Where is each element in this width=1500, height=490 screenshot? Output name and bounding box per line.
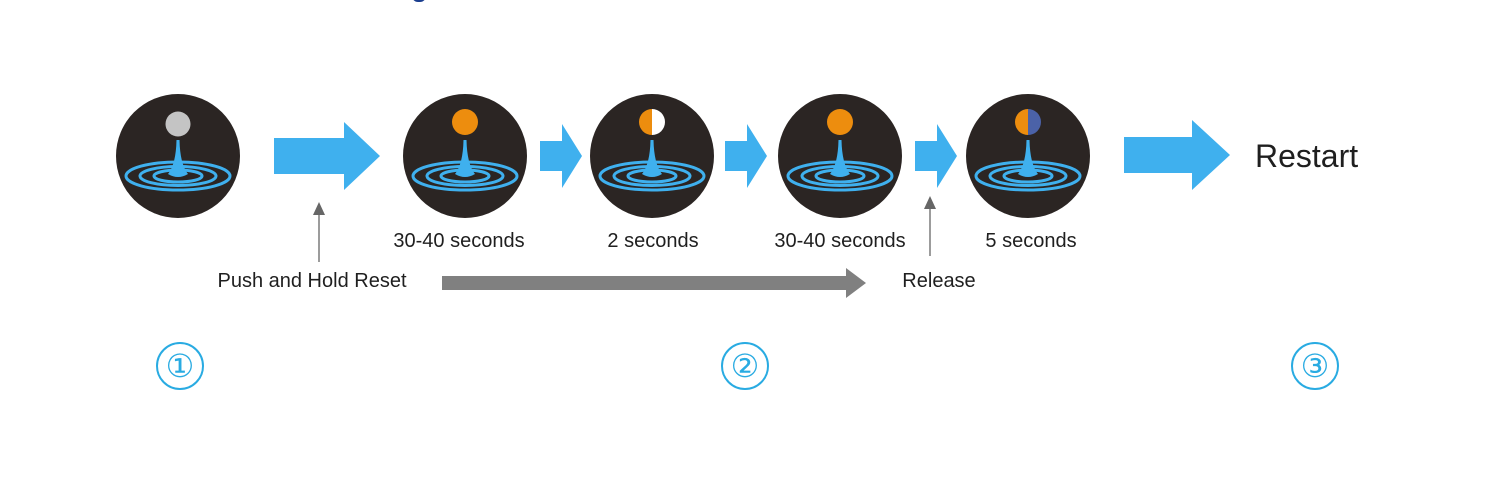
release-pointer-arrow: [924, 196, 936, 256]
restart-label: Restart: [1255, 138, 1359, 174]
hold-duration-arrow: [442, 268, 866, 298]
device-icon-gray-light: [116, 94, 240, 218]
caption-5-seconds: 5 seconds: [985, 230, 1077, 252]
push-and-hold-label: Push and Hold Reset: [217, 270, 407, 292]
flow-arrow-3: [725, 124, 767, 188]
flow-arrow-5: [1124, 120, 1230, 190]
caption-30-40-seconds: 30-40 seconds: [393, 230, 525, 252]
device-icon-orange-light: [403, 94, 527, 218]
caption-30-40-seconds-2: 30-40 seconds: [774, 230, 906, 252]
step-number-2: ②: [721, 342, 769, 390]
flow-arrow-1: [274, 122, 380, 190]
device-icon-orange-light-2: [778, 94, 902, 218]
push-pointer-arrow: [313, 202, 325, 262]
step-number-1: ①: [156, 342, 204, 390]
flow-arrow-4: [915, 124, 957, 188]
step-number-3: ③: [1291, 342, 1339, 390]
flow-arrow-2: [540, 124, 582, 188]
release-label: Release: [902, 270, 976, 292]
cropped-text-fragment: [412, 0, 426, 2]
device-icon-orange-white-light: [590, 94, 714, 218]
device-icon-orange-blue-light: [966, 94, 1090, 218]
caption-2-seconds: 2 seconds: [607, 230, 699, 252]
